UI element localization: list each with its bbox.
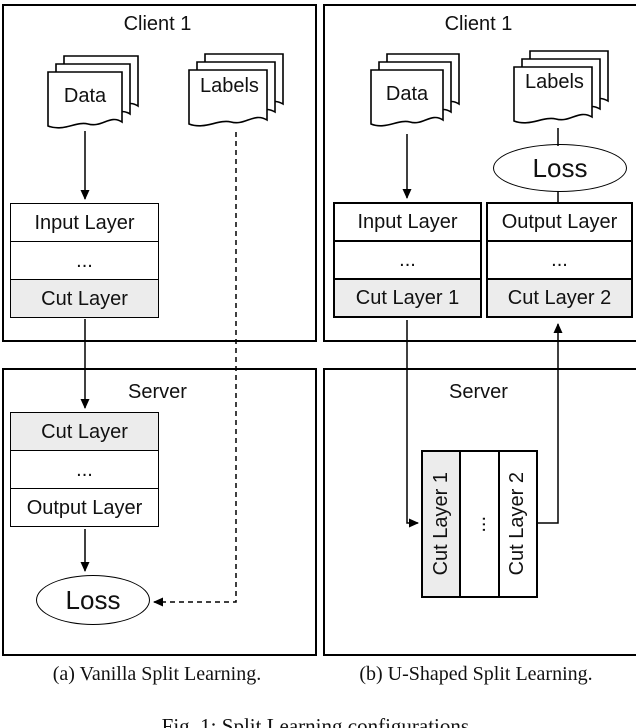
layer-row: Output Layer: [11, 488, 158, 526]
layer-col-label: ...: [467, 515, 490, 533]
client-title-b: Client 1: [444, 13, 513, 35]
client-input-stack-b: Input Layer ... Cut Layer 1: [333, 202, 482, 318]
subcaption-b: (b) U-Shaped Split Learning.: [359, 663, 593, 685]
loss-node-b: Loss: [493, 144, 627, 192]
layer-row: Output Layer: [488, 204, 631, 240]
layer-row-cut: Cut Layer: [11, 279, 158, 317]
server-title-a: Server: [128, 381, 187, 403]
client-title-a: Client 1: [123, 13, 192, 35]
client-output-stack-b: Output Layer ... Cut Layer 2: [486, 202, 633, 318]
layer-row-cut: Cut Layer 1: [335, 278, 480, 316]
labels-document-icon-a: [188, 53, 284, 127]
layer-col-label: Cut Layer 1: [429, 472, 452, 576]
layer-row: ...: [11, 241, 158, 279]
layer-row: ...: [335, 240, 480, 278]
layer-row: Input Layer: [335, 204, 480, 240]
layer-col: Cut Layer 2: [497, 452, 536, 596]
labels-document-icon-b: [513, 50, 609, 124]
layer-col-cut: Cut Layer 1: [423, 452, 460, 596]
layer-col-label: Cut Layer 2: [506, 472, 529, 576]
subcaption-a: (a) Vanilla Split Learning.: [52, 663, 262, 685]
client-layer-stack-a: Input Layer ... Cut Layer: [10, 203, 159, 318]
data-doc-label-b: Data: [385, 82, 429, 105]
layer-row-cut: Cut Layer: [11, 413, 158, 450]
loss-node-a: Loss: [36, 575, 150, 625]
labels-doc-label-a: Labels: [200, 75, 259, 97]
layer-row: ...: [488, 240, 631, 278]
layer-row-cut: Cut Layer 2: [488, 278, 631, 316]
data-document-icon-a: [47, 55, 139, 129]
layer-row: Input Layer: [11, 204, 158, 241]
server-title-b: Server: [449, 381, 508, 403]
layer-row: ...: [11, 450, 158, 488]
layer-col: ...: [459, 452, 498, 596]
server-layer-stack-a: Cut Layer ... Output Layer: [10, 412, 159, 527]
figure-caption: Fig. 1: Split Learning configurations.: [161, 714, 475, 728]
labels-doc-label-b: Labels: [525, 71, 584, 93]
server-layer-stack-b: Cut Layer 1 ... Cut Layer 2: [421, 450, 538, 598]
data-doc-label-a: Data: [63, 84, 107, 107]
data-document-icon-b: [370, 53, 460, 127]
